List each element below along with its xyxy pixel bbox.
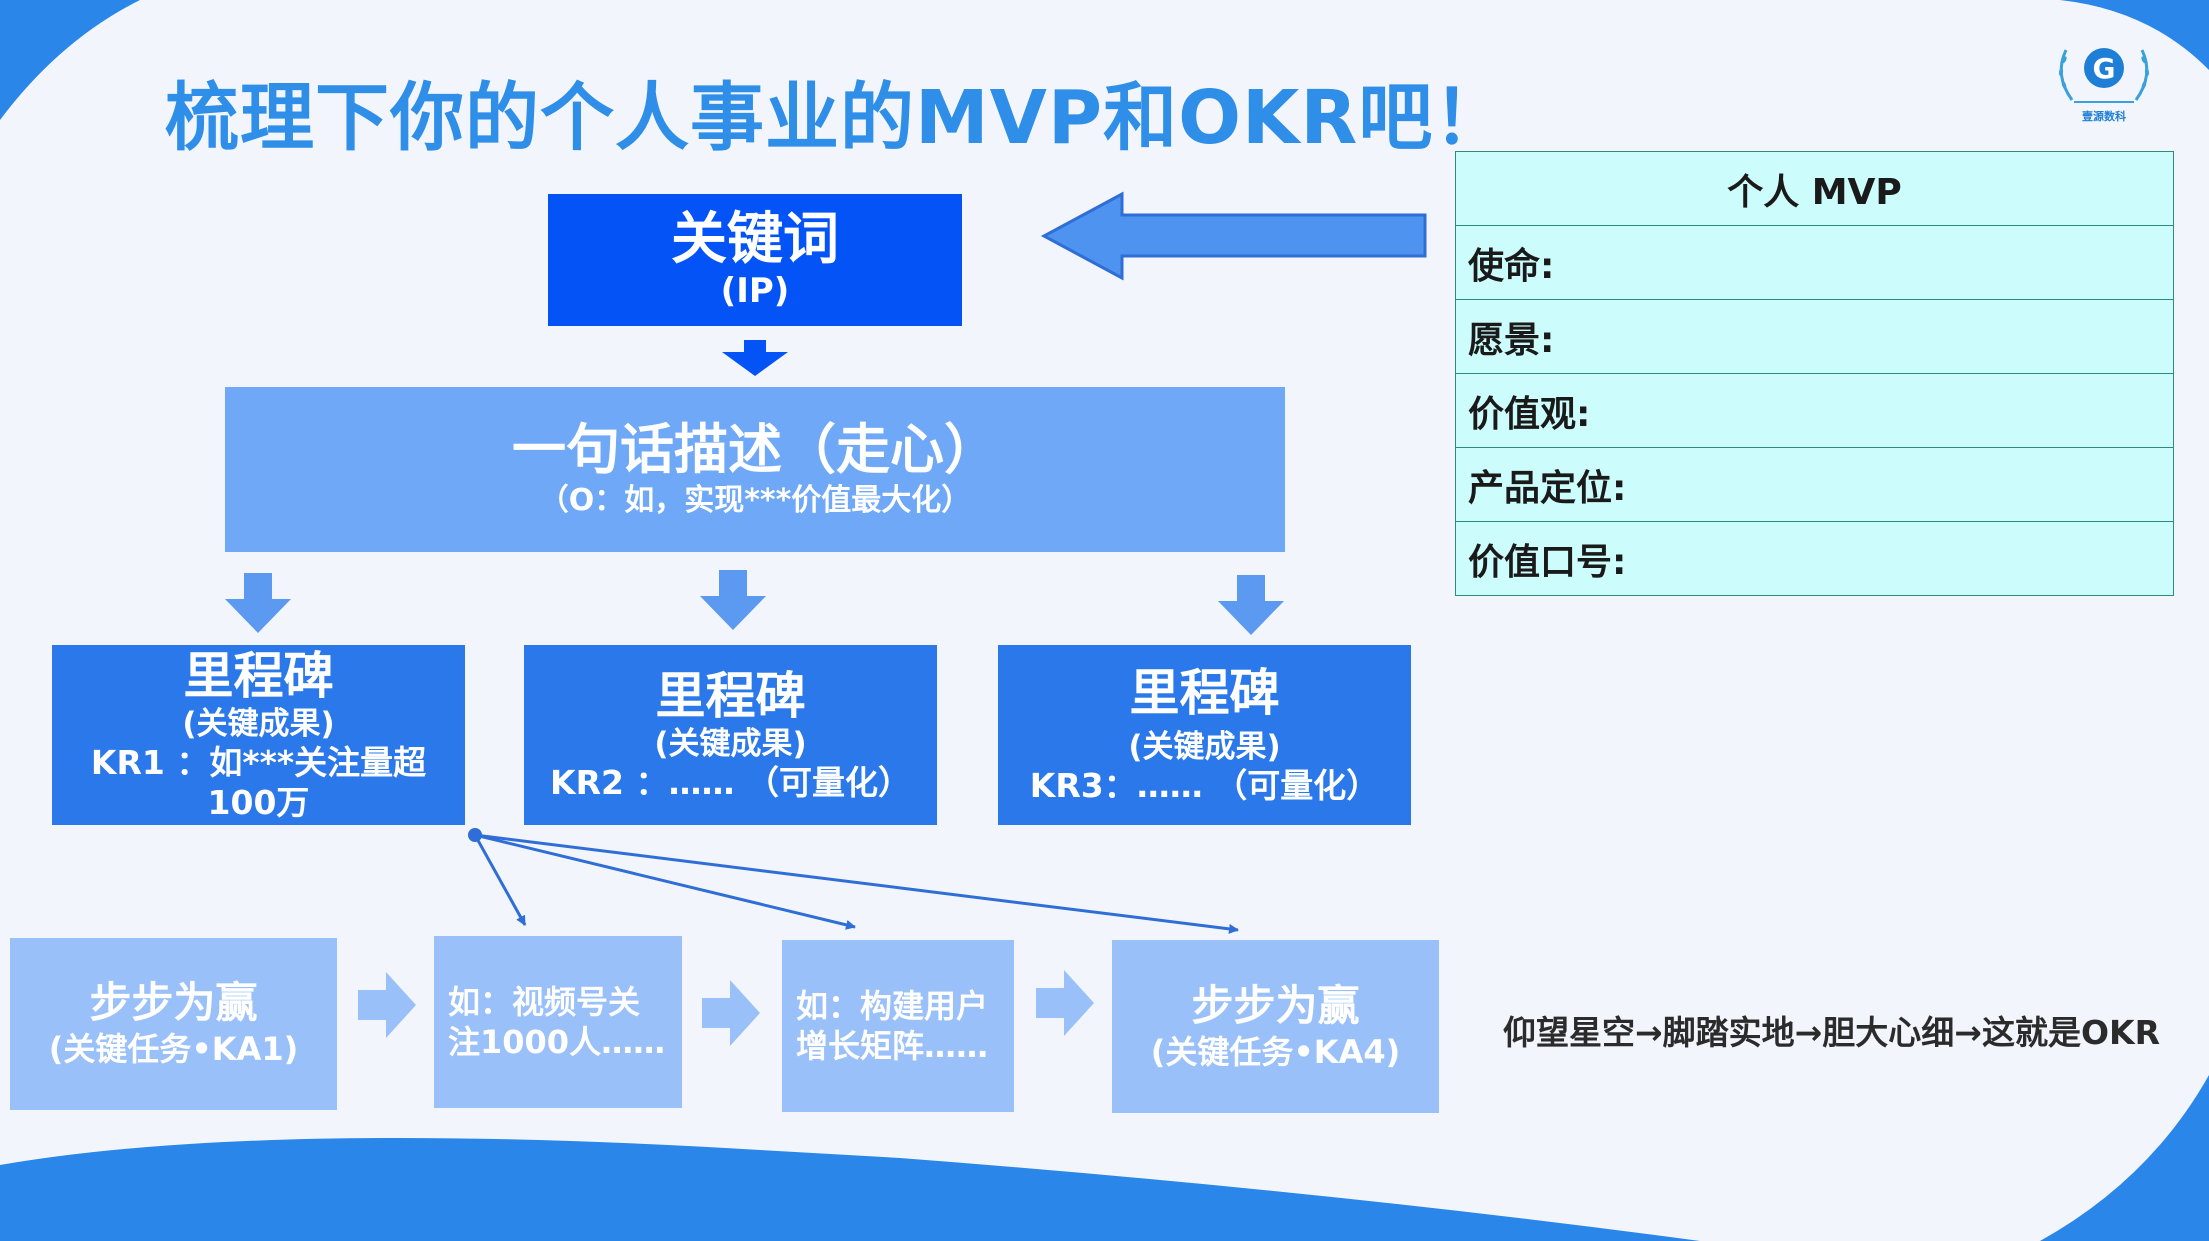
right-arrow-icon bbox=[358, 972, 416, 1038]
task-text: 如：构建用户增长矩阵…… bbox=[796, 987, 989, 1065]
milestone-box-kr3: 里程碑 (关键成果) KR3：…… （可量化） bbox=[998, 645, 1411, 825]
down-arrow-icon bbox=[722, 340, 788, 376]
milestone-kr: KR1 ：如***关注量超100万 bbox=[90, 743, 427, 822]
mvp-table-header: 个人 MVP bbox=[1455, 151, 2174, 226]
keyword-box: 关键词 (IP) bbox=[548, 194, 962, 326]
task-box-example-2: 如：构建用户增长矩阵…… bbox=[782, 940, 1014, 1112]
mvp-row-values: 价值观: bbox=[1455, 373, 2174, 448]
task-label: 步步为赢 bbox=[1191, 980, 1360, 1030]
task-sub: (关键任务•KA1) bbox=[48, 1030, 299, 1068]
milestone-sub: (关键成果) bbox=[182, 706, 335, 742]
milestone-label: 里程碑 bbox=[1129, 664, 1280, 722]
mvp-table: 个人 MVP 使命: 愿景: 价值观: 产品定位: 价值口号: bbox=[1455, 151, 2174, 596]
svg-text:G: G bbox=[2093, 52, 2116, 85]
down-arrow-icon bbox=[700, 570, 766, 630]
milestone-kr: KR3：…… （可量化） bbox=[1029, 766, 1380, 805]
milestone-sub: (关键成果) bbox=[1128, 729, 1281, 765]
objective-sub: （O：如，实现***价值最大化） bbox=[538, 482, 972, 518]
milestone-box-kr1: 里程碑 (关键成果) KR1 ：如***关注量超100万 bbox=[52, 645, 465, 825]
mvp-row-slogan: 价值口号: bbox=[1455, 521, 2174, 596]
task-box-ka4: 步步为赢 (关键任务•KA4) bbox=[1112, 940, 1439, 1113]
task-text: 如：视频号关注1000人…… bbox=[448, 983, 666, 1061]
task-box-example-1: 如：视频号关注1000人…… bbox=[434, 936, 682, 1108]
objective-box: 一句话描述（走心） （O：如，实现***价值最大化） bbox=[225, 387, 1285, 552]
task-label: 步步为赢 bbox=[89, 978, 258, 1027]
milestone-box-kr2: 里程碑 (关键成果) KR2 ：…… （可量化） bbox=[524, 645, 937, 825]
page-title: 梳理下你的个人事业的MVP和OKR吧！ bbox=[165, 75, 1509, 161]
logo-text: 壹源数科 bbox=[2082, 109, 2126, 123]
mvp-row-mission: 使命: bbox=[1455, 225, 2174, 300]
okr-slogan: 仰望星空→脚踏实地→胆大心细→这就是OKR bbox=[1503, 1013, 2160, 1052]
task-sub: (关键任务•KA4) bbox=[1150, 1032, 1401, 1071]
milestone-kr: KR2 ：…… （可量化） bbox=[550, 763, 911, 802]
company-logo: G 壹源数科 bbox=[2058, 48, 2150, 123]
milestone-label: 里程碑 bbox=[655, 667, 806, 725]
down-arrow-icon bbox=[225, 573, 291, 633]
mvp-row-positioning: 产品定位: bbox=[1455, 447, 2174, 522]
task-box-ka1: 步步为赢 (关键任务•KA1) bbox=[10, 938, 337, 1110]
right-arrow-icon bbox=[1036, 970, 1094, 1036]
right-arrow-icon bbox=[702, 980, 760, 1046]
keyword-sub: (IP) bbox=[720, 271, 790, 311]
keyword-label: 关键词 bbox=[671, 207, 839, 272]
mvp-row-vision: 愿景: bbox=[1455, 299, 2174, 374]
down-arrow-icon bbox=[1218, 575, 1284, 635]
milestone-sub: (关键成果) bbox=[654, 726, 807, 762]
objective-label: 一句话描述（走心） bbox=[512, 417, 998, 481]
left-arrow-icon bbox=[1040, 191, 1427, 281]
milestone-label: 里程碑 bbox=[183, 647, 334, 705]
